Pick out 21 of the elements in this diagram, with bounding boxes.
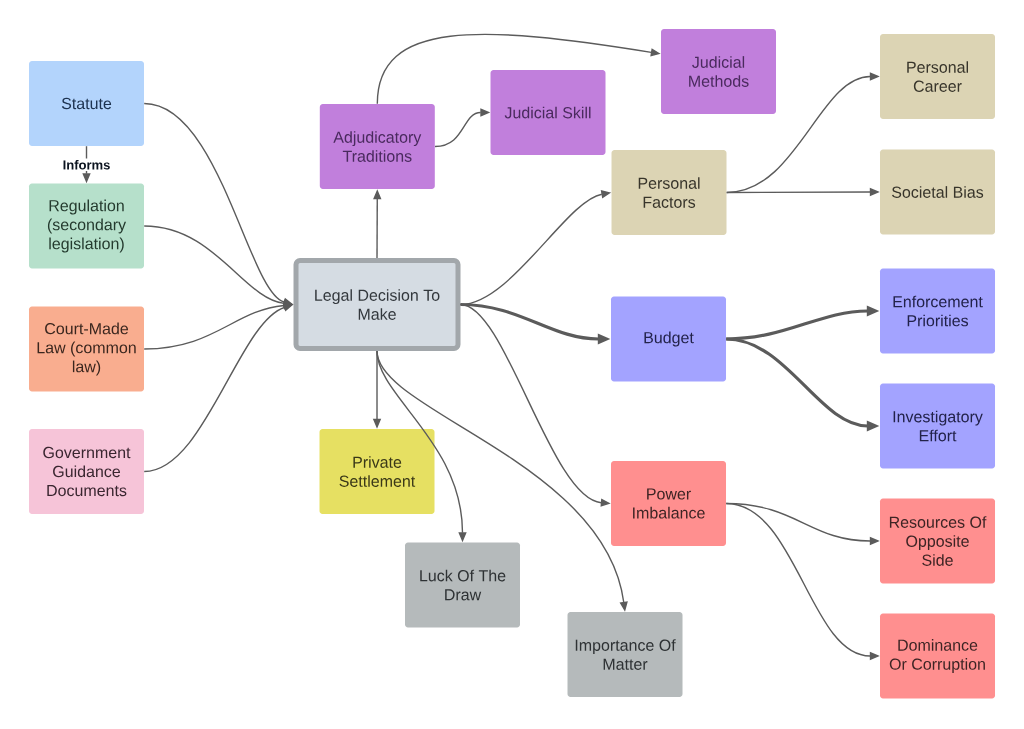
topic-box: Personal Factors xyxy=(611,150,727,235)
topic-box: Resources Of Opposite Side xyxy=(880,498,995,584)
topic-box: Private Settlement xyxy=(319,429,435,514)
central-box: Legal Decision To Make xyxy=(293,258,461,351)
topic-box: Court-Made Law (common law) xyxy=(29,306,144,392)
topic-box: Personal Career xyxy=(880,34,995,119)
topic-box: Adjudicatory Traditions xyxy=(319,104,435,189)
topic-box: Regulation (secondary legislation) xyxy=(29,183,144,269)
topic-box: Dominance Or Corruption xyxy=(880,613,995,699)
topic-box: Judicial Methods xyxy=(661,29,776,114)
topic-box: Power Imbalance xyxy=(611,461,726,546)
topic-box: Investigatory Effort xyxy=(880,383,995,469)
topic-box: Societal Bias xyxy=(880,149,995,235)
topic-box: Budget xyxy=(611,296,726,382)
topic-box: Luck Of The Draw xyxy=(405,542,520,628)
topic-box: Enforcement Priorities xyxy=(880,268,995,354)
topic-box: Statute xyxy=(29,61,144,146)
topic-box: Importance Of Matter xyxy=(567,612,683,697)
topic-box: Judicial Skill xyxy=(490,70,606,155)
topic-box: Government Guidance Documents xyxy=(29,429,144,514)
edge-label: Informs xyxy=(61,158,112,172)
